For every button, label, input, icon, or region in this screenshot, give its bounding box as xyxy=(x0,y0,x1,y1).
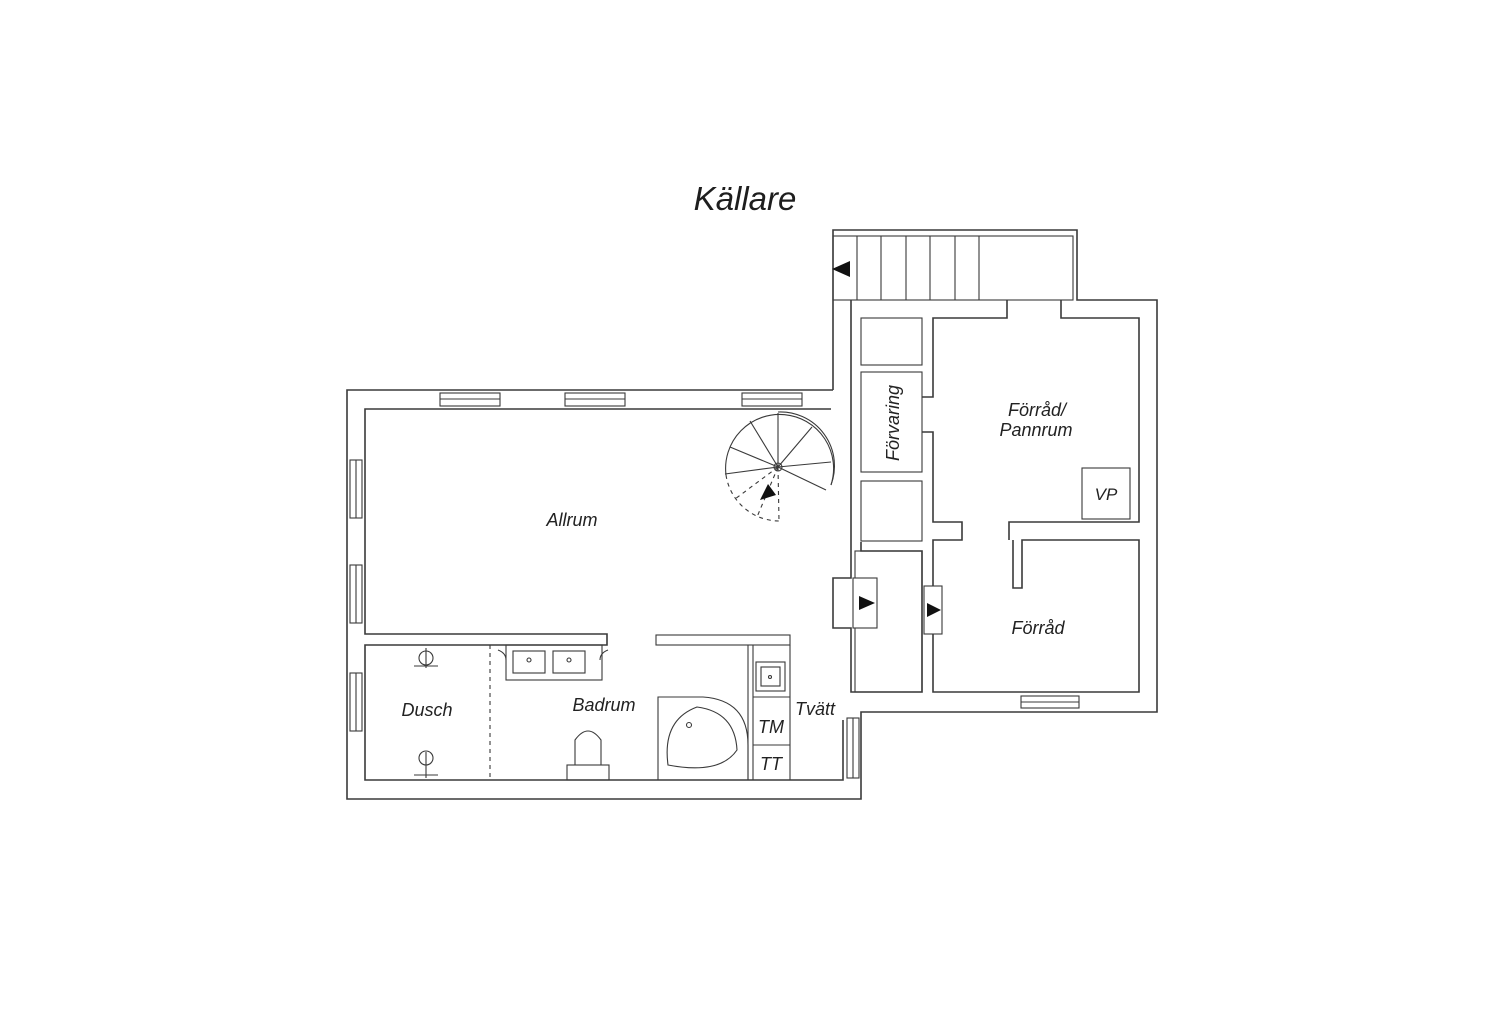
spiral-staircase xyxy=(724,411,835,522)
label-vp: VP xyxy=(1095,485,1118,504)
label-forrad-pannrum-1: Förråd/ xyxy=(1008,400,1068,420)
spiral-arrow-icon xyxy=(760,484,776,500)
label-tm: TM xyxy=(758,717,784,737)
bathroom-fixtures xyxy=(414,634,791,781)
right-block-walls xyxy=(832,300,1140,709)
label-badrum: Badrum xyxy=(572,695,635,715)
label-forrad: Förråd xyxy=(1011,618,1065,638)
label-tvatt: Tvätt xyxy=(795,699,836,719)
label-forrad-pannrum-2: Pannrum xyxy=(999,420,1072,440)
label-forvaring: Förvaring xyxy=(883,385,903,461)
plan-title: Källare xyxy=(694,180,797,217)
top-staircase xyxy=(832,235,1074,301)
windows xyxy=(349,392,860,779)
stair-arrow-icon xyxy=(832,261,850,277)
door-arrow-icon-2 xyxy=(927,603,941,617)
vp-box xyxy=(1081,467,1131,520)
door-arrow-icon xyxy=(859,596,875,610)
outer-walls xyxy=(346,229,1158,800)
label-dusch: Dusch xyxy=(401,700,452,720)
room-labels: Allrum Förvaring Förråd/ Pannrum VP Förr… xyxy=(401,385,1118,774)
label-allrum: Allrum xyxy=(545,510,597,530)
label-tt: TT xyxy=(760,754,784,774)
